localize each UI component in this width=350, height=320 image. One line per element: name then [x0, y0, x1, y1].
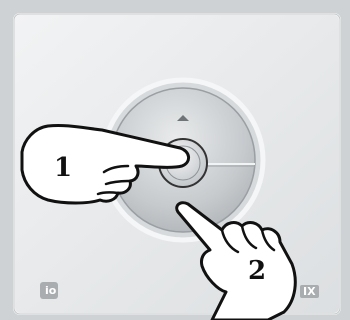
step-number-1: 1 — [54, 155, 72, 181]
brand-logo-fragment: IX — [300, 285, 319, 298]
step-number-2: 2 — [248, 258, 266, 284]
io-protocol-label: io — [42, 284, 59, 297]
